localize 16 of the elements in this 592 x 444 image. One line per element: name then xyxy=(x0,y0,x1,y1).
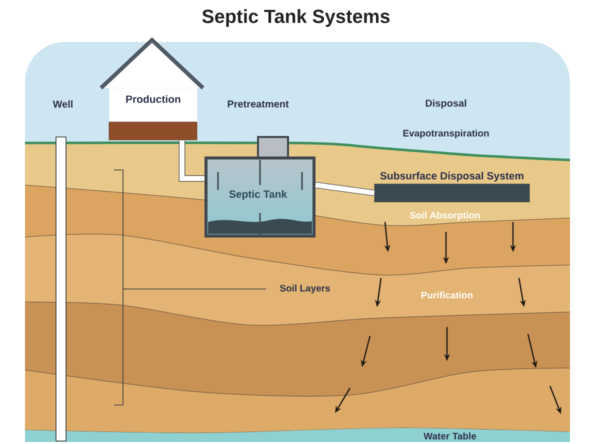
zone-label: Water Table xyxy=(424,432,476,440)
title: Septic Tank Systems xyxy=(202,9,390,27)
zone-label: Soil Absorption xyxy=(410,212,480,220)
pipe xyxy=(178,140,204,182)
node-label: Subsurface Disposal System xyxy=(380,172,524,182)
septic-tank: Septic Tank xyxy=(204,136,316,238)
disposal-bed: Subsurface Disposal System xyxy=(374,172,530,202)
layer-label: Soil Layers xyxy=(280,284,330,294)
section-heading: Pretreatment xyxy=(228,100,289,108)
pipe xyxy=(315,182,375,196)
house: Production xyxy=(99,37,205,140)
section-heading: Disposal xyxy=(426,99,466,109)
node-label: Production xyxy=(126,95,180,103)
section-heading: Well xyxy=(52,100,72,108)
zone-label: Purification xyxy=(422,292,473,298)
zone-label: Evapotranspiration xyxy=(403,130,489,138)
